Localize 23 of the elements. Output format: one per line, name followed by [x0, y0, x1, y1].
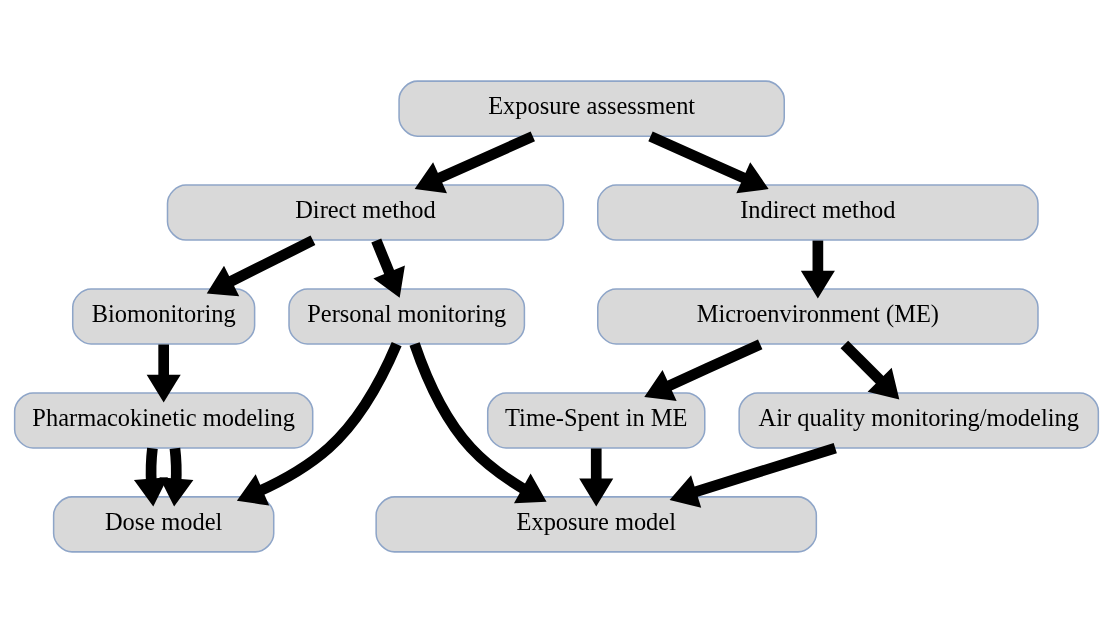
arrow: [206, 235, 316, 296]
arrow: [409, 341, 547, 503]
node-box: Microenvironment (ME): [597, 287, 1039, 345]
arrow: [146, 344, 181, 402]
node-box: Time-Spent in ME: [486, 391, 706, 449]
arrow: [800, 240, 835, 299]
node-box: Exposure model: [375, 495, 818, 553]
node-box: Biomonitoring: [71, 287, 256, 345]
node-box: Dose model: [52, 495, 275, 553]
arrow: [133, 447, 168, 506]
arrow: [840, 340, 900, 399]
arrow: [644, 338, 763, 401]
arrow: [579, 447, 614, 506]
arrow: [236, 341, 402, 505]
node-box: Exposure assessment: [398, 79, 785, 137]
arrow: [669, 442, 837, 508]
node-box: Pharmacokinetic modeling: [13, 391, 314, 449]
arrow: [371, 238, 405, 298]
arrow: [159, 447, 194, 506]
node-box: Direct method: [166, 183, 565, 241]
node-box: Indirect method: [597, 183, 1039, 241]
node-box: Personal monitoring: [288, 287, 526, 345]
node-box: Air quality monitoring/modeling: [738, 391, 1100, 449]
